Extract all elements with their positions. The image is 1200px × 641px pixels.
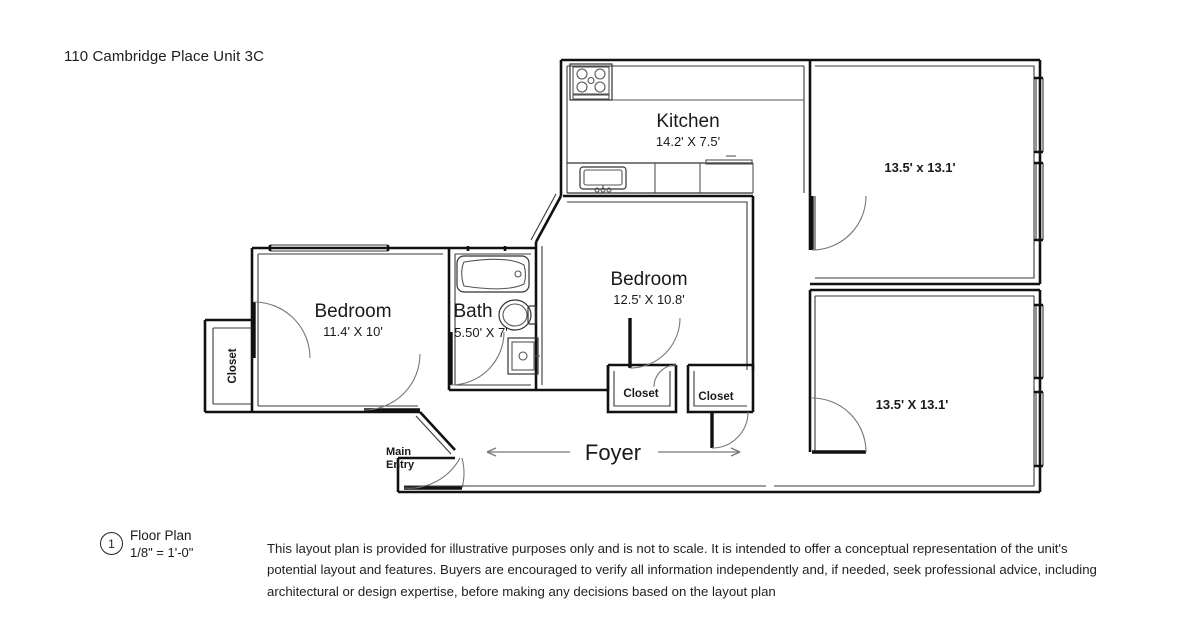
bedroom-main-room-name: Bedroom [610,269,687,290]
disclaimer-text: This layout plan is provided for illustr… [267,541,1097,599]
closet2-walls [686,365,753,414]
door-bedroom-main [628,317,681,369]
legend-title: Floor Plan [130,528,192,543]
legend-scale: 1/8" = 1'-0" [130,544,194,560]
door-closet-middle-2 [710,411,749,449]
window-group-upper-right [1034,76,1044,242]
legend-marker: 1 [100,532,123,555]
stove-icon [569,63,613,101]
bath-window [466,246,507,251]
closet-middle-2-label: Closet [698,391,733,403]
closet-left: Closet [203,318,252,414]
lower-right-inner [815,295,1035,486]
room-lower-right: 13.5' X 13.1' [808,288,1044,492]
door-bedroom-left [363,353,421,412]
window-group-lower-right [1034,303,1044,468]
bathtub-icon [456,255,530,293]
upper-right-inner [815,65,1035,279]
room-bedroom-main: Bedroom 12.5' X 10.8' [530,193,755,392]
foyer-label: Foyer [585,440,641,465]
door-closet-left [252,301,311,359]
bedroom-left-room-name: Bedroom [314,301,391,322]
foyer-area: Main Entry Foyer [386,411,1040,494]
bedroom-main-room-dim: 12.5' X 10.8' [613,292,684,307]
closet-middle-2: Closet [686,365,755,449]
bath-room-name: Bath [453,301,492,322]
room-kitchen: Kitchen 14.2' X 7.5' [559,58,812,196]
closet-middle-1-label: Closet [623,388,658,400]
main-entry-label-line2: Entry [386,459,415,471]
bedroom-left-room-dim: 11.4' X 10' [323,324,383,339]
foyer-arrow-left [486,447,570,457]
room-bedroom-left: Bedroom 11.4' X 10' [250,244,449,414]
closet-middle-1: Closet [606,364,678,414]
upper-right-room-dim: 13.5' x 13.1' [884,160,955,175]
legend: 1 Floor Plan 1/8" = 1'-0" [100,528,193,561]
closet-left-label: Closet [227,348,239,383]
closet1-walls [606,365,678,414]
main-entry-label-line1: Main [386,446,411,458]
kitchen-room-name: Kitchen [656,111,719,132]
bath-vanity-icon [507,337,540,375]
bedroom-main-diagonal-wall [534,195,563,243]
foyer-diagonal-wall [419,411,456,451]
door-bath [449,331,505,386]
room-upper-right: 13.5' x 13.1' [808,58,1044,286]
kitchen-appliance-icon [705,155,753,165]
kitchen-sink-icon [579,166,627,193]
door-main-entry [403,457,465,490]
kitchen-counter [567,162,754,194]
foyer-arrow-right [658,447,741,457]
room-bath: Bath 5.50' X 7' [447,246,540,392]
lower-right-room-dim: 13.5' X 13.1' [876,397,949,412]
door-lower-right [811,397,867,454]
toilet-icon [498,299,537,331]
window-bedroom-left [268,244,390,252]
door-upper-right [810,195,867,251]
bath-room-dim: 5.50' X 7' [454,325,507,340]
page-title: 110 Cambridge Place Unit 3C [64,48,265,65]
kitchen-room-dim: 14.2' X 7.5' [656,134,720,149]
